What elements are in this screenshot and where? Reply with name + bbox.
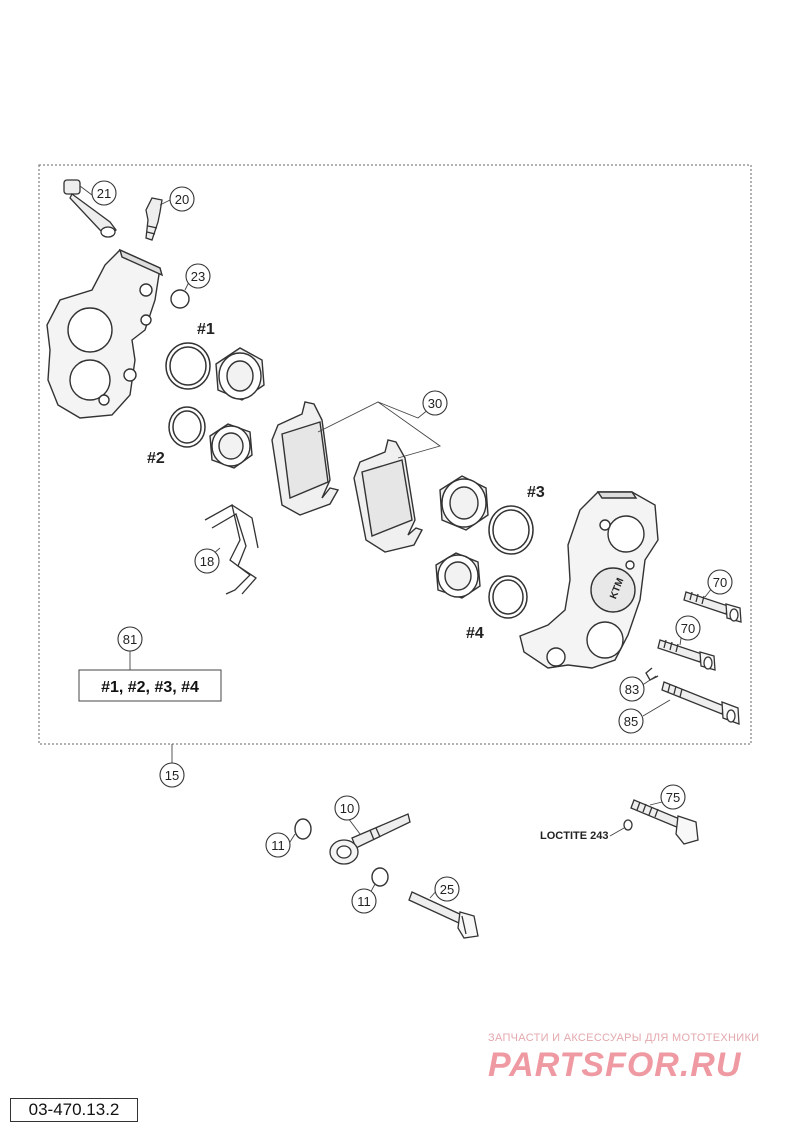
svg-text:81: 81	[123, 632, 137, 647]
svg-text:75: 75	[666, 790, 680, 805]
callout-70-upper: 70	[707, 569, 733, 595]
pad-spring	[204, 504, 259, 595]
brake-pad-1	[271, 401, 340, 516]
svg-text:10: 10	[340, 801, 354, 816]
callout-30: 30	[422, 390, 448, 416]
callout-10: 10	[334, 795, 360, 821]
sealing-washer-lower	[371, 867, 389, 887]
assembly-frame	[38, 164, 752, 745]
callout-81: 81	[117, 626, 143, 652]
callout-21: 21	[91, 180, 117, 206]
svg-text:70: 70	[681, 621, 695, 636]
retaining-clip	[645, 667, 659, 681]
brake-pad-2	[353, 439, 424, 553]
callout-25: 25	[434, 876, 460, 902]
svg-text:85: 85	[624, 714, 638, 729]
svg-text:70: 70	[713, 575, 727, 590]
kit-label-box: #1, #2, #3, #4	[78, 669, 222, 702]
seal-2	[168, 406, 206, 448]
caliper-bolt-middle	[657, 639, 716, 671]
caliper-bolt-upper	[683, 591, 742, 623]
piston-4	[435, 552, 481, 599]
label-hash-1: #1	[197, 321, 215, 338]
watermark-brand: PARTSFOR.RU	[488, 1046, 742, 1084]
loctite-washer-bolt	[623, 799, 699, 845]
callout-11-lower: 11	[351, 888, 377, 914]
banjo-bolt	[408, 891, 479, 939]
label-hash-3: #3	[527, 484, 545, 501]
document-code: 03-470.13.2	[10, 1098, 138, 1122]
callout-15: 15	[159, 762, 185, 788]
svg-text:83: 83	[625, 682, 639, 697]
svg-text:11: 11	[357, 894, 371, 909]
svg-text:20: 20	[175, 192, 189, 207]
callout-70-middle: 70	[675, 615, 701, 641]
seal-4	[488, 575, 528, 619]
svg-text:25: 25	[440, 882, 454, 897]
kit-label: #1, #2, #3, #4	[101, 679, 199, 696]
o-ring-small	[170, 289, 190, 309]
callout-23: 23	[185, 263, 211, 289]
callout-83: 83	[619, 676, 645, 702]
svg-text:21: 21	[97, 186, 111, 201]
piston-3	[439, 475, 489, 531]
piston-2	[209, 423, 253, 469]
callout-75: 75	[660, 784, 686, 810]
label-hash-2: #2	[147, 450, 165, 467]
bleeder-cap	[63, 179, 117, 238]
callout-18: 18	[194, 548, 220, 574]
bleeder-screw	[145, 197, 163, 241]
seal-3	[488, 505, 534, 555]
seal-1	[165, 342, 211, 390]
caliper-left-half	[46, 248, 164, 419]
piston-1	[215, 347, 265, 401]
svg-text:11: 11	[271, 838, 285, 853]
svg-text:15: 15	[165, 768, 179, 783]
callout-85: 85	[618, 708, 644, 734]
caliper-right-half	[519, 491, 659, 669]
svg-text:23: 23	[191, 269, 205, 284]
sealing-washer-upper	[294, 818, 312, 840]
banjo-fitting	[329, 813, 411, 865]
svg-text:30: 30	[428, 396, 442, 411]
loctite-note: LOCTITE 243	[540, 830, 608, 842]
svg-text:18: 18	[200, 554, 214, 569]
pad-pin-bolt	[661, 681, 740, 725]
callout-11-upper: 11	[265, 832, 291, 858]
label-hash-4: #4	[466, 625, 484, 642]
callout-20: 20	[169, 186, 195, 212]
watermark-tagline: ЗАПЧАСТИ И АКСЕССУАРЫ ДЛЯ МОТОТЕХНИКИ	[488, 1032, 760, 1044]
